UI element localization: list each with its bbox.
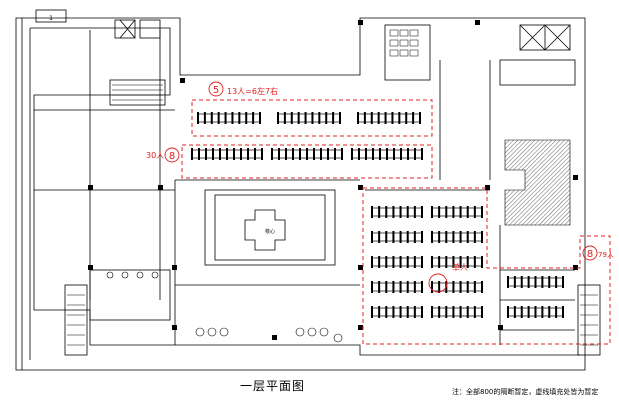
drawing-note: 注：全部800的隔断暂定，虚线填充处皆为暂定 [452, 388, 599, 396]
top-left-box-label: 1 [49, 15, 53, 22]
toilet-block [384, 24, 431, 81]
workstation-79-east-1 [507, 306, 564, 318]
workstation-79-left-4 [371, 306, 423, 318]
zone-b-number: 8 [169, 151, 175, 162]
workstation-top-2 [357, 112, 421, 124]
inner-wall-left [30, 27, 580, 356]
zone-b-badge [164, 147, 180, 163]
workstation-79-left-3 [371, 281, 423, 293]
stair-top [109, 79, 166, 106]
workstation-79-right-4 [431, 306, 483, 318]
zone-a-label: 13人=6左7右 [227, 87, 279, 96]
hatched-zone [504, 139, 571, 226]
workstation-79-right-3 [431, 281, 483, 293]
zone-b-count: 30人 [146, 151, 165, 160]
zone-a-number: 5 [213, 85, 219, 96]
workstation-30-0 [191, 148, 263, 160]
workstation-79-left-1 [371, 231, 423, 243]
workstation-top-0 [197, 112, 261, 124]
workstation-30-2 [351, 148, 423, 160]
zone-c-number: 8 [587, 249, 593, 260]
stair-bottom-left [64, 284, 88, 356]
workstation-top-1 [277, 112, 341, 124]
single-marker [428, 273, 448, 293]
single-label: 单人 [452, 263, 468, 272]
zone-c [362, 187, 611, 345]
top-left-box [35, 9, 67, 23]
center-core [204, 189, 336, 266]
zone-a [191, 99, 433, 137]
workstation-79-left-0 [371, 206, 423, 218]
workstation-layer [191, 112, 564, 318]
zone-c-badge [582, 245, 598, 261]
outer-wall [15, 17, 586, 371]
workstation-79-right-1 [431, 231, 483, 243]
workstation-79-right-2 [431, 256, 483, 268]
zone-b [181, 144, 433, 179]
center-core-label: 核心 [265, 228, 275, 235]
workstation-30-1 [271, 148, 343, 160]
stair-bottom-right [577, 284, 601, 356]
workstation-79-left-2 [371, 256, 423, 268]
workstation-79-east-0 [507, 276, 564, 288]
drawing-title: 一层平面图 [240, 379, 306, 393]
zone-a-badge [208, 81, 224, 97]
zone-c-count: 79人 [598, 251, 614, 259]
elevator-shaft [114, 19, 136, 39]
workstation-79-right-0 [431, 206, 483, 218]
